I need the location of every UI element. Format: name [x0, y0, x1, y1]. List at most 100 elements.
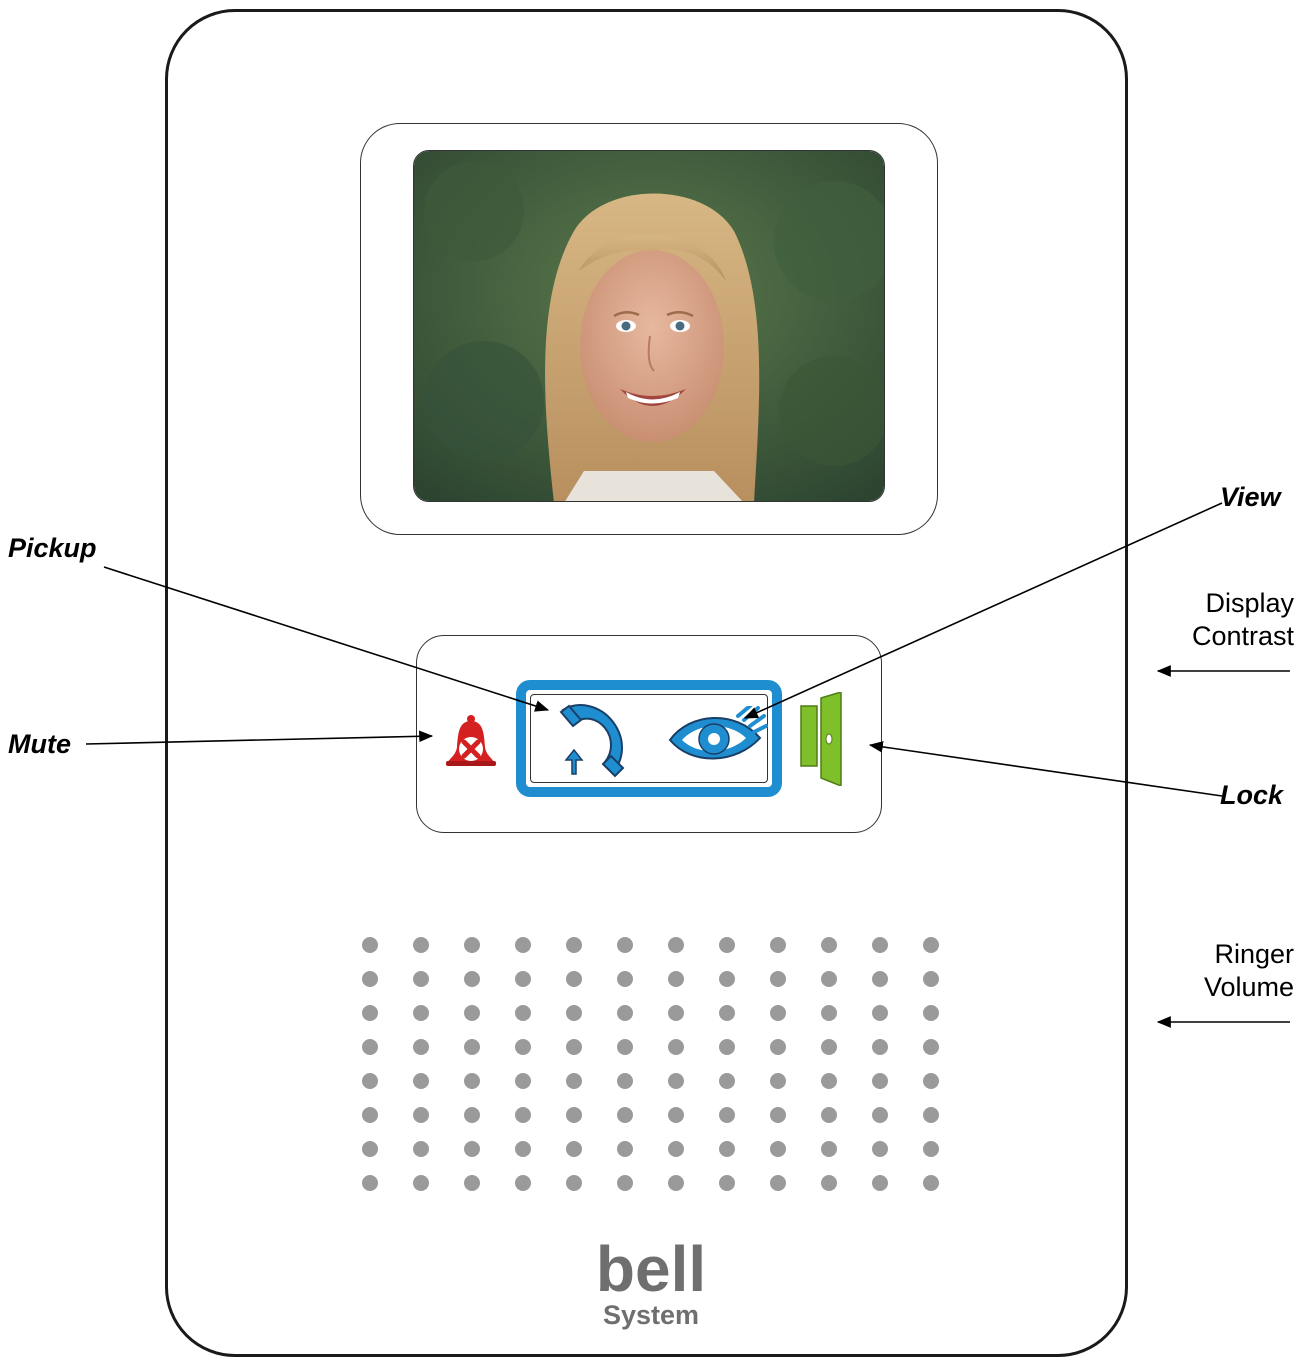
- callout-pickup-label: Pickup: [8, 533, 97, 563]
- speaker-hole: [413, 1005, 429, 1021]
- mute-button[interactable]: [443, 713, 499, 769]
- speaker-hole: [566, 1039, 582, 1055]
- ringer-volume-line-1: Ringer: [1214, 939, 1294, 969]
- speaker-hole: [362, 971, 378, 987]
- speaker-hole: [515, 1141, 531, 1157]
- speaker-hole: [413, 1073, 429, 1089]
- speaker-hole: [413, 1107, 429, 1123]
- speaker-hole: [515, 1175, 531, 1191]
- speaker-hole: [617, 1175, 633, 1191]
- speaker-hole: [668, 1107, 684, 1123]
- speaker-hole: [821, 1005, 837, 1021]
- speaker-hole: [668, 1073, 684, 1089]
- callout-view-label: View: [1220, 482, 1281, 512]
- speaker-hole: [770, 971, 786, 987]
- eye-view-icon: [668, 706, 768, 760]
- speaker-hole: [872, 971, 888, 987]
- speaker-hole: [413, 1141, 429, 1157]
- speaker-hole: [719, 1107, 735, 1123]
- speaker-hole: [464, 937, 480, 953]
- ringer-volume-line-2: Volume: [1203, 972, 1294, 1002]
- screen-bezel: [360, 123, 938, 535]
- control-panel: [416, 635, 882, 833]
- speaker-hole: [923, 1141, 939, 1157]
- brand-subtitle: System: [602, 1300, 700, 1330]
- speaker-hole: [515, 1005, 531, 1021]
- speaker-hole: [821, 937, 837, 953]
- speaker-hole: [413, 1039, 429, 1055]
- speaker-hole: [770, 1005, 786, 1021]
- speaker-hole: [413, 971, 429, 987]
- speaker-hole: [770, 1107, 786, 1123]
- display-contrast-label: Display Contrast: [1192, 587, 1294, 653]
- handset-pickup-icon: [559, 704, 625, 778]
- speaker-hole: [566, 1005, 582, 1021]
- speaker-hole: [770, 1175, 786, 1191]
- speaker-hole: [719, 1005, 735, 1021]
- video-screen: [413, 150, 885, 502]
- speaker-hole: [719, 1175, 735, 1191]
- speaker-hole: [668, 971, 684, 987]
- bell-mute-icon: [446, 715, 496, 766]
- speaker-hole: [770, 1073, 786, 1089]
- speaker-hole: [770, 1141, 786, 1157]
- speaker-hole: [872, 1073, 888, 1089]
- lock-button[interactable]: [799, 692, 861, 786]
- speaker-hole: [362, 1039, 378, 1055]
- speaker-hole: [617, 1039, 633, 1055]
- speaker-hole: [464, 1005, 480, 1021]
- speaker-hole: [770, 937, 786, 953]
- speaker-hole: [719, 1141, 735, 1157]
- speaker-hole: [821, 1175, 837, 1191]
- speaker-hole: [923, 971, 939, 987]
- view-button[interactable]: [666, 706, 768, 766]
- speaker-hole: [821, 1141, 837, 1157]
- speaker-hole: [515, 1107, 531, 1123]
- speaker-hole: [566, 1073, 582, 1089]
- speaker-hole: [923, 1073, 939, 1089]
- speaker-hole: [923, 1039, 939, 1055]
- speaker-hole: [464, 1107, 480, 1123]
- speaker-holes: [362, 937, 939, 1191]
- pickup-button[interactable]: [557, 702, 631, 778]
- speaker-hole: [413, 1175, 429, 1191]
- speaker-hole: [617, 1107, 633, 1123]
- speaker-hole: [923, 1107, 939, 1123]
- speaker-hole: [362, 937, 378, 953]
- speaker-hole: [566, 1141, 582, 1157]
- speaker-hole: [719, 937, 735, 953]
- speaker-hole: [464, 1175, 480, 1191]
- speaker-hole: [617, 1073, 633, 1089]
- speaker-hole: [923, 937, 939, 953]
- speaker-hole: [719, 1039, 735, 1055]
- speaker-hole: [872, 1005, 888, 1021]
- speaker-hole: [668, 937, 684, 953]
- speaker-hole: [668, 1141, 684, 1157]
- speaker-hole: [464, 971, 480, 987]
- speaker-hole: [719, 1073, 735, 1089]
- speaker-hole: [872, 1107, 888, 1123]
- speaker-hole: [719, 971, 735, 987]
- speaker-hole: [515, 1073, 531, 1089]
- speaker-hole: [617, 971, 633, 987]
- speaker-hole: [566, 1175, 582, 1191]
- speaker-hole: [464, 1039, 480, 1055]
- speaker-hole: [668, 1039, 684, 1055]
- speaker-hole: [362, 1141, 378, 1157]
- speaker-hole: [770, 1039, 786, 1055]
- speaker-hole: [821, 971, 837, 987]
- callout-mute-label: Mute: [8, 729, 71, 759]
- speaker-hole: [821, 1073, 837, 1089]
- door-lock-icon: [800, 692, 842, 786]
- brand-name: bell: [595, 1233, 707, 1305]
- visitor-video-image: [414, 151, 884, 501]
- speaker-hole: [464, 1141, 480, 1157]
- speaker-hole: [923, 1005, 939, 1021]
- speaker-hole: [923, 1175, 939, 1191]
- display-contrast-line-2: Contrast: [1191, 621, 1294, 651]
- speaker-hole: [668, 1175, 684, 1191]
- speaker-hole: [515, 937, 531, 953]
- speaker-hole: [362, 1005, 378, 1021]
- speaker-hole: [617, 1141, 633, 1157]
- speaker-hole: [872, 1141, 888, 1157]
